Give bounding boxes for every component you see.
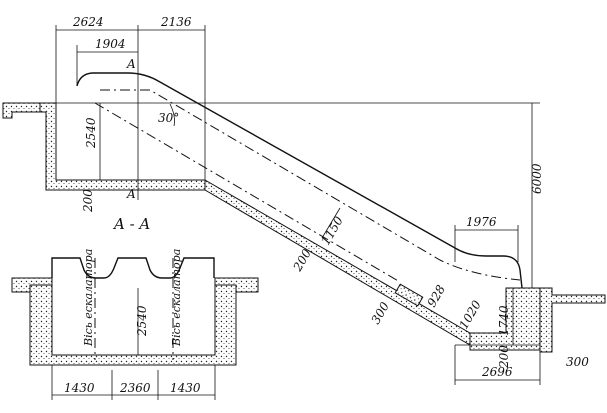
total-rise-label: 6000 bbox=[530, 163, 544, 194]
truss-depth-label: 1150 bbox=[318, 214, 346, 248]
section-mark-bottom: A bbox=[126, 187, 136, 201]
lower-dim-b: 1020 bbox=[456, 298, 484, 332]
incline-bottom-label: 300 bbox=[368, 299, 392, 326]
lower-wall-label: 300 bbox=[566, 355, 589, 369]
escalator-axis-line bbox=[94, 102, 401, 283]
lower-slab-label: 200 bbox=[497, 345, 511, 369]
lower-depth-label: 1740 bbox=[497, 305, 511, 336]
section-mark-top: A bbox=[126, 57, 136, 71]
escalator-dash-line bbox=[100, 89, 521, 281]
total-rise-dimension bbox=[205, 102, 540, 288]
section-axis-label-right: Вісь ескалатора bbox=[170, 249, 183, 347]
section-axis-label-left: Вісь ескалатора bbox=[82, 249, 95, 347]
lower-pit bbox=[394, 283, 606, 353]
section-depth-label: 2540 bbox=[135, 305, 149, 337]
section-width-2: 2360 bbox=[119, 381, 151, 395]
section-title: A - A bbox=[112, 215, 150, 233]
lower-length-label: 2696 bbox=[481, 365, 513, 379]
angle-arc bbox=[169, 103, 175, 127]
dim-right-span: 2136 bbox=[160, 15, 192, 29]
lower-top-span: 1976 bbox=[466, 215, 497, 229]
upper-slab-label: 200 bbox=[81, 189, 95, 213]
section-width-3: 1430 bbox=[170, 381, 201, 395]
lower-dim-a: 928 bbox=[424, 282, 448, 309]
truss-depth-line bbox=[321, 207, 341, 239]
section-width-1: 1430 bbox=[64, 381, 95, 395]
lower-dimension-lines bbox=[454, 225, 541, 385]
upper-depth-label: 2540 bbox=[84, 117, 98, 149]
dim-left-span: 2624 bbox=[72, 15, 104, 29]
top-dimension-lines bbox=[55, 25, 206, 200]
section-a-a bbox=[11, 257, 259, 400]
angle-label: 30° bbox=[158, 111, 179, 125]
dim-inner-span: 1904 bbox=[95, 37, 126, 51]
